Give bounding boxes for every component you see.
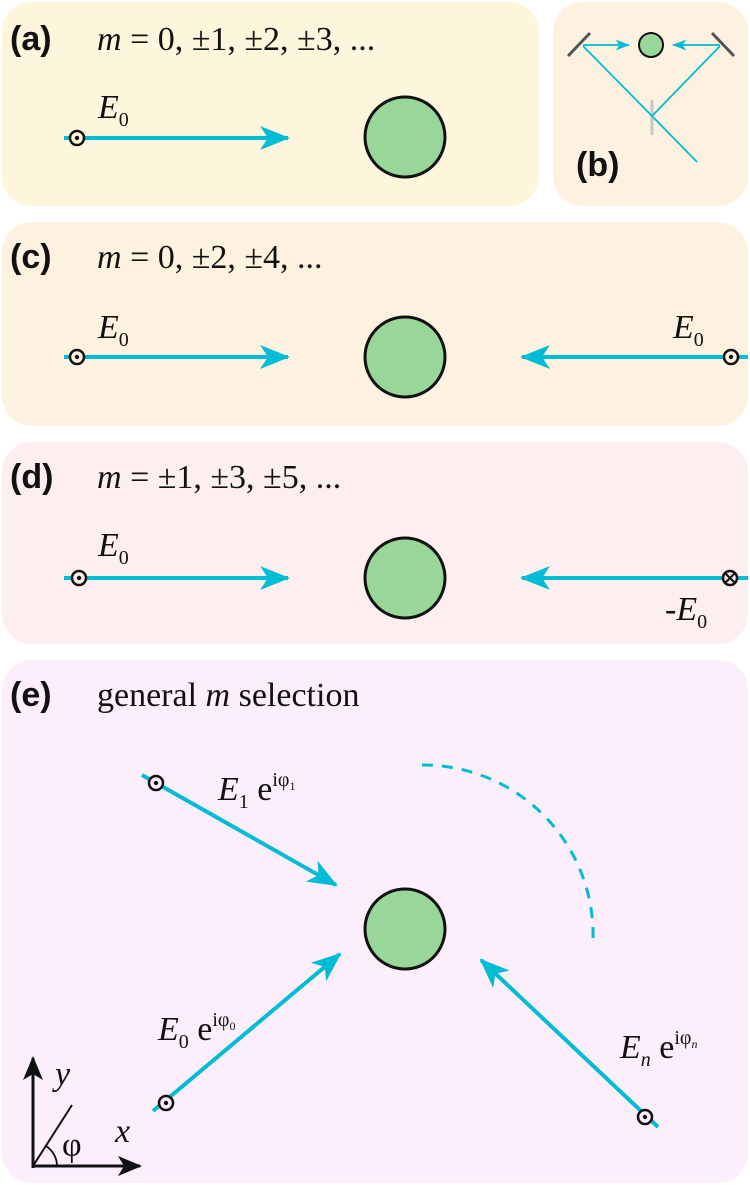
beam-arrow-n bbox=[479, 958, 660, 1129]
angle-ray bbox=[32, 1104, 73, 1167]
m-values: = 0, ±1, ±2, ±3, ... bbox=[122, 21, 376, 58]
particle bbox=[363, 536, 447, 620]
field-label-left: E0 bbox=[97, 309, 129, 351]
panel-e-title: general m selection bbox=[97, 677, 359, 714]
x-axis-label: x bbox=[114, 1113, 130, 1150]
panel-c: (c) m = 0, ±2, ±4, ... E0 E0 bbox=[2, 222, 748, 426]
panel-b: (b) bbox=[553, 2, 748, 206]
panel-d-label: (d) bbox=[10, 458, 53, 496]
field-label-left: E0 bbox=[97, 527, 129, 569]
mirror-left bbox=[566, 31, 592, 58]
panel-c-label: (c) bbox=[10, 238, 52, 276]
mirror-right bbox=[710, 31, 736, 58]
panel-e-label: (e) bbox=[10, 676, 52, 714]
panel-e: (e) general m selection E1 eiφ1 E0 eiφ0 … bbox=[2, 660, 748, 1183]
beam-path-2 bbox=[651, 45, 721, 117]
polarization-out-of-plane-icon bbox=[68, 129, 86, 147]
y-axis-label: y bbox=[52, 1056, 71, 1093]
field-label-e0: E0 bbox=[97, 89, 129, 131]
panel-d-background bbox=[2, 442, 748, 644]
coordinate-axes: y x φ bbox=[23, 1056, 142, 1176]
beam-arrow-0 bbox=[151, 952, 342, 1113]
polarization-out-of-plane-icon bbox=[157, 1094, 175, 1112]
panel-c-m-selection: m = 0, ±2, ±4, ... bbox=[97, 239, 323, 276]
beam-arrow-1 bbox=[141, 773, 338, 887]
polarization-into-plane-icon bbox=[721, 569, 739, 587]
polarization-out-of-plane-icon bbox=[722, 348, 740, 366]
field-label-right: E0 bbox=[672, 309, 704, 351]
panel-d: (d) m = ±1, ±3, ±5, ... E0 -E0 bbox=[2, 442, 748, 644]
polarization-out-of-plane-icon bbox=[70, 569, 88, 587]
beam-label-n: En eiφn bbox=[619, 1027, 697, 1071]
m-symbol: m bbox=[97, 21, 122, 58]
angle-arc bbox=[45, 1145, 58, 1167]
panel-a-m-selection: m = 0, ±1, ±2, ±3, ... bbox=[97, 21, 375, 58]
panel-b-label: (b) bbox=[576, 146, 619, 184]
panel-a-label: (a) bbox=[10, 20, 52, 58]
particle bbox=[363, 315, 447, 399]
particle bbox=[363, 887, 447, 971]
particle bbox=[363, 95, 447, 179]
panel-a: (a) m = 0, ±1, ±2, ±3, ... E0 bbox=[2, 2, 539, 206]
angle-label: φ bbox=[62, 1127, 82, 1164]
polarization-out-of-plane-icon bbox=[68, 348, 86, 366]
beam-label-1: E1 eiφ1 bbox=[217, 769, 295, 813]
polarization-out-of-plane-icon bbox=[636, 1108, 654, 1126]
field-label-right: -E0 bbox=[665, 591, 707, 633]
beam-label-0: E0 eiφ0 bbox=[157, 1009, 235, 1053]
polarization-out-of-plane-icon bbox=[147, 774, 165, 792]
panel-c-background bbox=[2, 222, 748, 426]
panel-d-m-selection: m = ±1, ±3, ±5, ... bbox=[97, 459, 341, 496]
particle bbox=[638, 32, 664, 58]
